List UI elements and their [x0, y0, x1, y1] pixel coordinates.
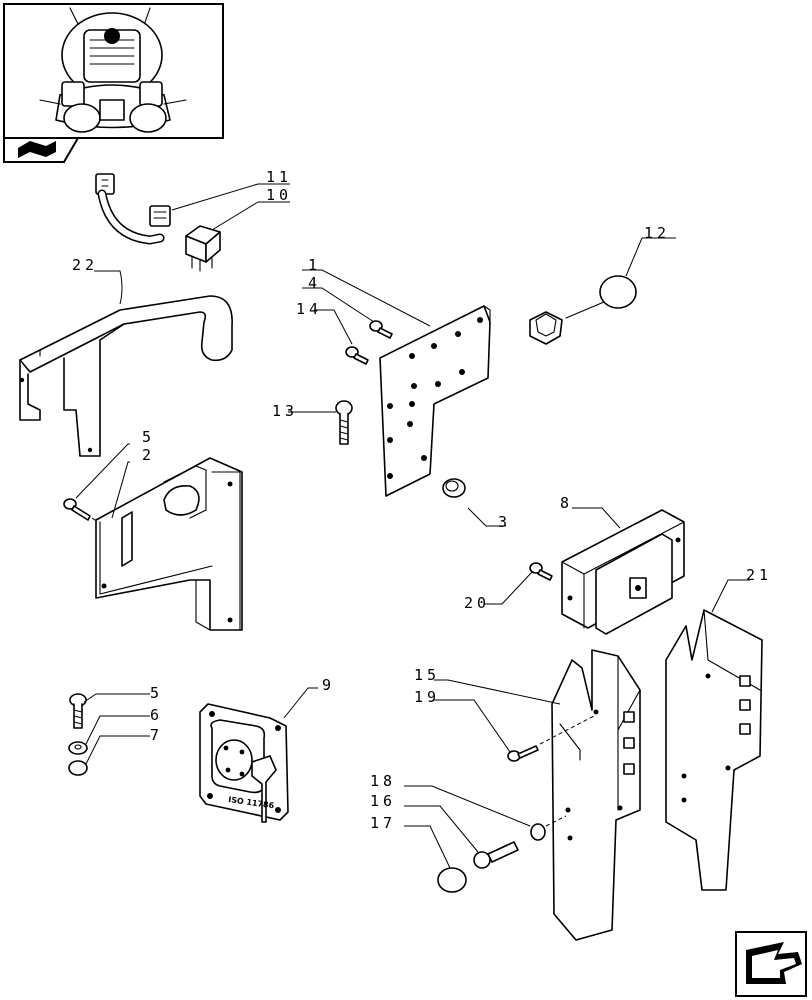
part-9-iso-socket: ISO 11786	[199, 703, 289, 823]
part-4-screw	[369, 320, 393, 339]
callout-10: 10	[266, 186, 292, 204]
callout-9: 9	[322, 676, 335, 694]
tractor-rear-view-icon	[39, 7, 187, 133]
callout-17: 17	[370, 814, 396, 832]
part-11-harness	[95, 173, 171, 245]
part-16-bolt	[473, 841, 519, 869]
part-13-bolt	[335, 400, 353, 445]
callout-5-lower: 5	[150, 684, 163, 702]
part-1-mounting-plate	[379, 305, 491, 497]
plate-holes	[387, 317, 483, 479]
part-2-bracket	[95, 457, 243, 631]
part-22-cable-support	[19, 295, 233, 457]
callout-2: 2	[142, 446, 155, 464]
part-17-cap	[437, 867, 467, 893]
callout-1: 1	[308, 256, 321, 274]
book-icon	[18, 141, 56, 158]
part-6-washer	[68, 741, 88, 755]
part-5-screw-upper	[63, 498, 99, 523]
callout-16: 16	[370, 792, 396, 810]
callout-labels: 11 10 22 12 1 4 14 13 3 5 2 8 20 21 5 6 …	[72, 168, 772, 832]
callout-15: 15	[414, 666, 440, 684]
part-12-cap	[529, 275, 637, 345]
callout-6: 6	[150, 706, 163, 724]
part-15-column-bracket	[551, 649, 641, 941]
next-page-arrow-icon[interactable]	[735, 931, 807, 997]
part-18-washer	[530, 815, 567, 841]
callout-3: 3	[498, 513, 511, 531]
callout-18: 18	[370, 772, 396, 790]
callout-5-upper: 5	[142, 428, 155, 446]
callout-4: 4	[308, 274, 321, 292]
part-5-bolt-lower	[69, 693, 87, 729]
part-19-screw	[507, 715, 595, 762]
callout-20: 20	[464, 594, 490, 612]
part-20-screw	[529, 562, 553, 581]
callout-8: 8	[560, 494, 573, 512]
part-3-nut	[442, 478, 466, 498]
callout-14: 14	[296, 300, 322, 318]
callout-12: 12	[644, 224, 670, 242]
callout-22: 22	[72, 256, 98, 274]
part-21-column-bracket	[665, 609, 763, 891]
callout-7: 7	[150, 726, 163, 744]
part-7-nut	[68, 760, 88, 776]
part-14-screw	[345, 346, 369, 365]
callout-19: 19	[414, 688, 440, 706]
callout-13: 13	[272, 402, 298, 420]
leader-lines	[75, 183, 750, 869]
callout-11: 11	[266, 168, 292, 186]
callout-21: 21	[746, 566, 772, 584]
part-8-module	[561, 509, 685, 635]
part-10-relay	[185, 225, 221, 272]
